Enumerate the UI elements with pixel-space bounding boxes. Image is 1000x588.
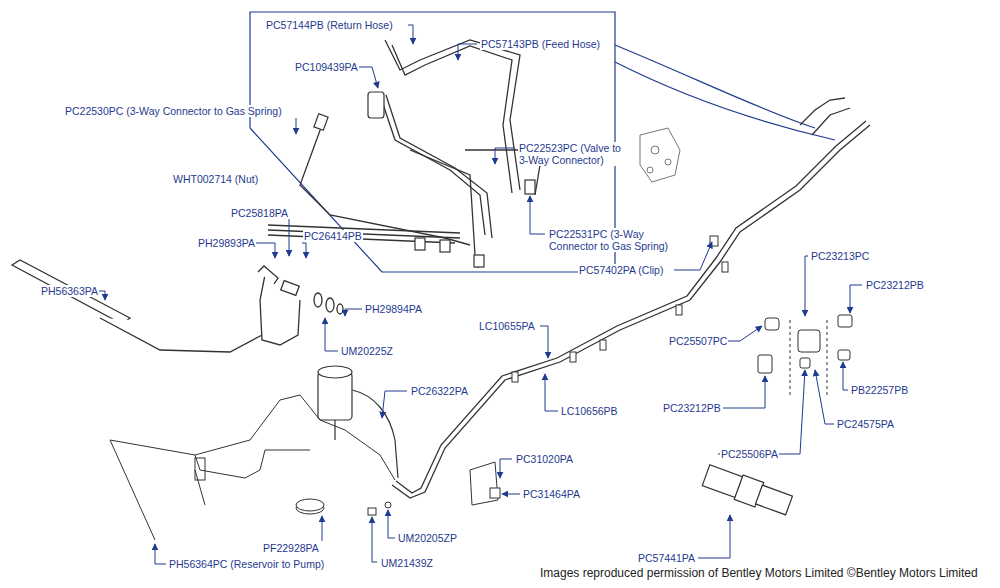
part-number: PC22523PC (Valve to 3-Way Connector) [518, 142, 632, 166]
pipe-clips [512, 236, 728, 382]
part-number: PC31464PA [522, 488, 581, 500]
part-number: PC31020PA [515, 453, 574, 465]
inset-pipes [268, 40, 540, 268]
part-number: PC23213PC [810, 250, 870, 262]
part-number: PB22257PB [850, 384, 909, 396]
part-number: PC26414PB [303, 230, 363, 242]
part-number: PC57402PA (Clip) [578, 264, 664, 276]
part-number: PH56364PC (Reservoir to Pump) [168, 558, 325, 570]
tray-outline [110, 395, 395, 540]
part-number: PC23212PB [865, 279, 925, 291]
part-number: PC25507PC [668, 335, 728, 347]
part-number: PC23212PB [662, 402, 722, 414]
copyright-caption: Images reproduced permission of Bentley … [540, 566, 978, 580]
part-number: LC10656PB [560, 405, 619, 417]
gas-spring [12, 260, 343, 352]
part-number: UM21439Z [380, 557, 434, 569]
part-number: WHT002714 (Nut) [172, 173, 259, 185]
fasteners [296, 462, 500, 515]
part-number: PC109439PA [294, 61, 359, 73]
part-number: PC25506PA [720, 448, 779, 460]
part-number: PC26322PA [410, 385, 469, 397]
valve-block [640, 128, 680, 182]
part-number: PC57143PB (Feed Hose) [480, 38, 601, 50]
tee-fitting [758, 315, 852, 395]
part-number: PC24575PA [836, 418, 895, 430]
part-number: UM20205ZP [397, 532, 458, 544]
part-number: PC22530PC (3-Way Connector to Gas Spring… [64, 105, 283, 117]
part-number: PC57441PA [637, 552, 696, 564]
part-number: PC22531PC (3-Way Connector to Gas Spring… [548, 228, 678, 252]
part-number: PH56363PA [40, 285, 99, 297]
union-stud [702, 465, 792, 515]
part-number: PH29893PA [197, 237, 256, 249]
part-number: PF22928PA [262, 542, 320, 554]
pipe-run [392, 98, 870, 498]
reservoir [318, 366, 398, 478]
part-number: PC57144PB (Return Hose) [265, 19, 394, 31]
part-number: PH29894PA [364, 303, 423, 315]
inset-frame [250, 12, 835, 272]
part-number: UM20225Z [340, 345, 394, 357]
part-number: PC25818PA [230, 207, 289, 219]
part-number: LC10655PA [478, 320, 536, 332]
